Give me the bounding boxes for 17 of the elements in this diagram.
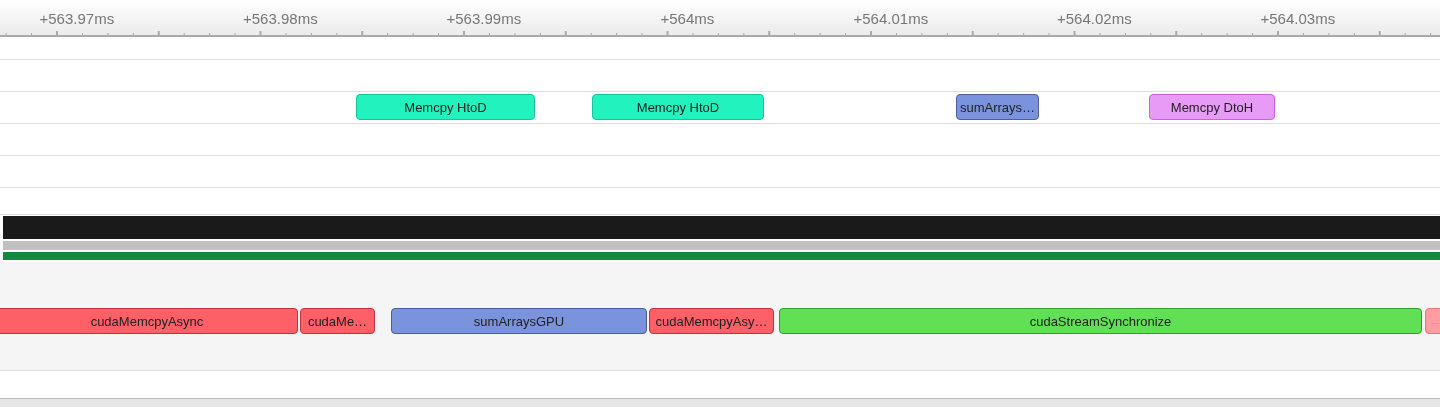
- tick-label: +564.02ms: [1057, 10, 1132, 27]
- timeline-bar: Memcpy HtoD: [592, 94, 764, 120]
- timeline-bar: Memcpy HtoD: [356, 94, 535, 120]
- timeline-bar: …: [1425, 308, 1440, 334]
- tick-label: +563.97ms: [39, 10, 115, 27]
- tick-label: +563.99ms: [446, 10, 522, 27]
- tick-label: +564ms: [660, 10, 715, 27]
- timeline-bar: sumArraysGPU: [391, 308, 647, 334]
- tick-label: +563.98ms: [243, 10, 318, 27]
- timeline-bar: sumArrays…: [956, 94, 1039, 120]
- timeline-bar: cudaMemcpyAsync: [0, 308, 298, 334]
- timeline-bar: cudaMe…: [300, 308, 375, 334]
- tick-label: +564.01ms: [853, 10, 929, 27]
- timeline-bar: Memcpy DtoH: [1149, 94, 1275, 120]
- timeline-bar: cudaStreamSynchronize: [779, 308, 1422, 334]
- timeline-bar: cudaMemcpyAsy…: [649, 308, 774, 334]
- tick-label: +564.03ms: [1260, 10, 1336, 27]
